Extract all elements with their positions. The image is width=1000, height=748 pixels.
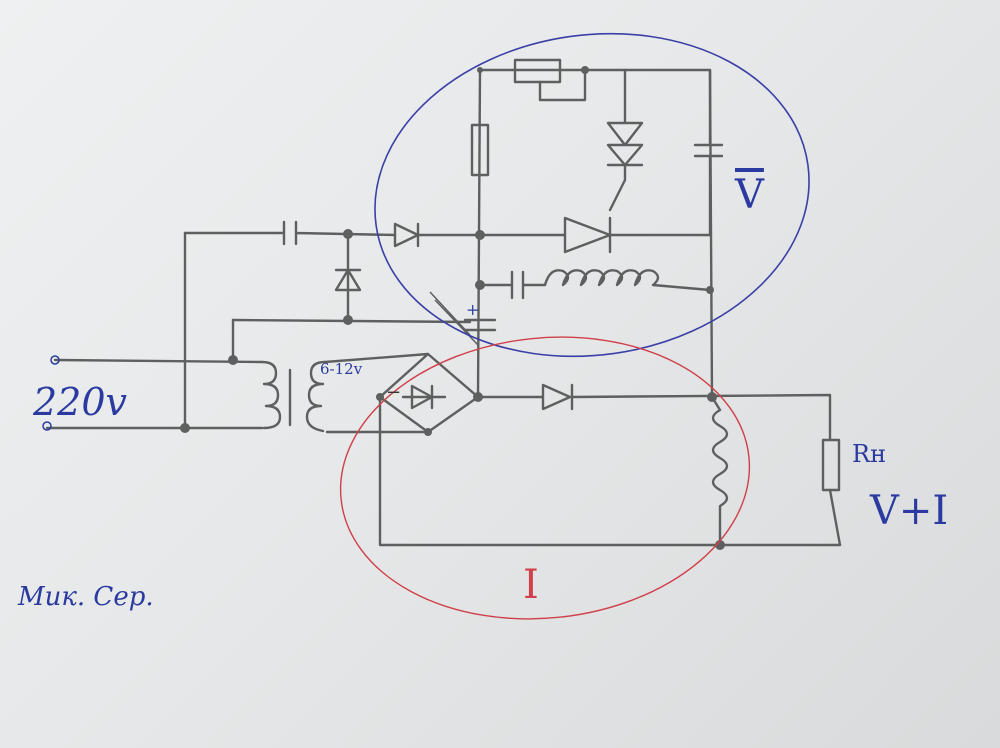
output-inductor	[710, 395, 729, 547]
transformer	[260, 352, 430, 434]
current-block-label: I	[523, 562, 539, 608]
capacitor-polarity-label: +	[466, 300, 480, 319]
input-wires	[42, 231, 264, 433]
voltage-block-label: V	[735, 172, 764, 218]
current-block-outline	[339, 336, 751, 620]
load-resistor	[821, 438, 841, 492]
main-rails	[378, 68, 842, 550]
output-label: V+I	[870, 488, 949, 534]
voltage-block-outline	[374, 32, 810, 358]
bridge-minus-label: −	[386, 382, 402, 403]
secondary-voltage-label: 6-12v	[320, 360, 363, 378]
signature: Мик. Сер.	[18, 582, 154, 612]
input-voltage-label: 220v	[33, 380, 127, 424]
load-resistor-label: Rн	[852, 440, 887, 468]
voltage-regulator-block	[429, 58, 724, 346]
coupling-network	[183, 220, 482, 325]
